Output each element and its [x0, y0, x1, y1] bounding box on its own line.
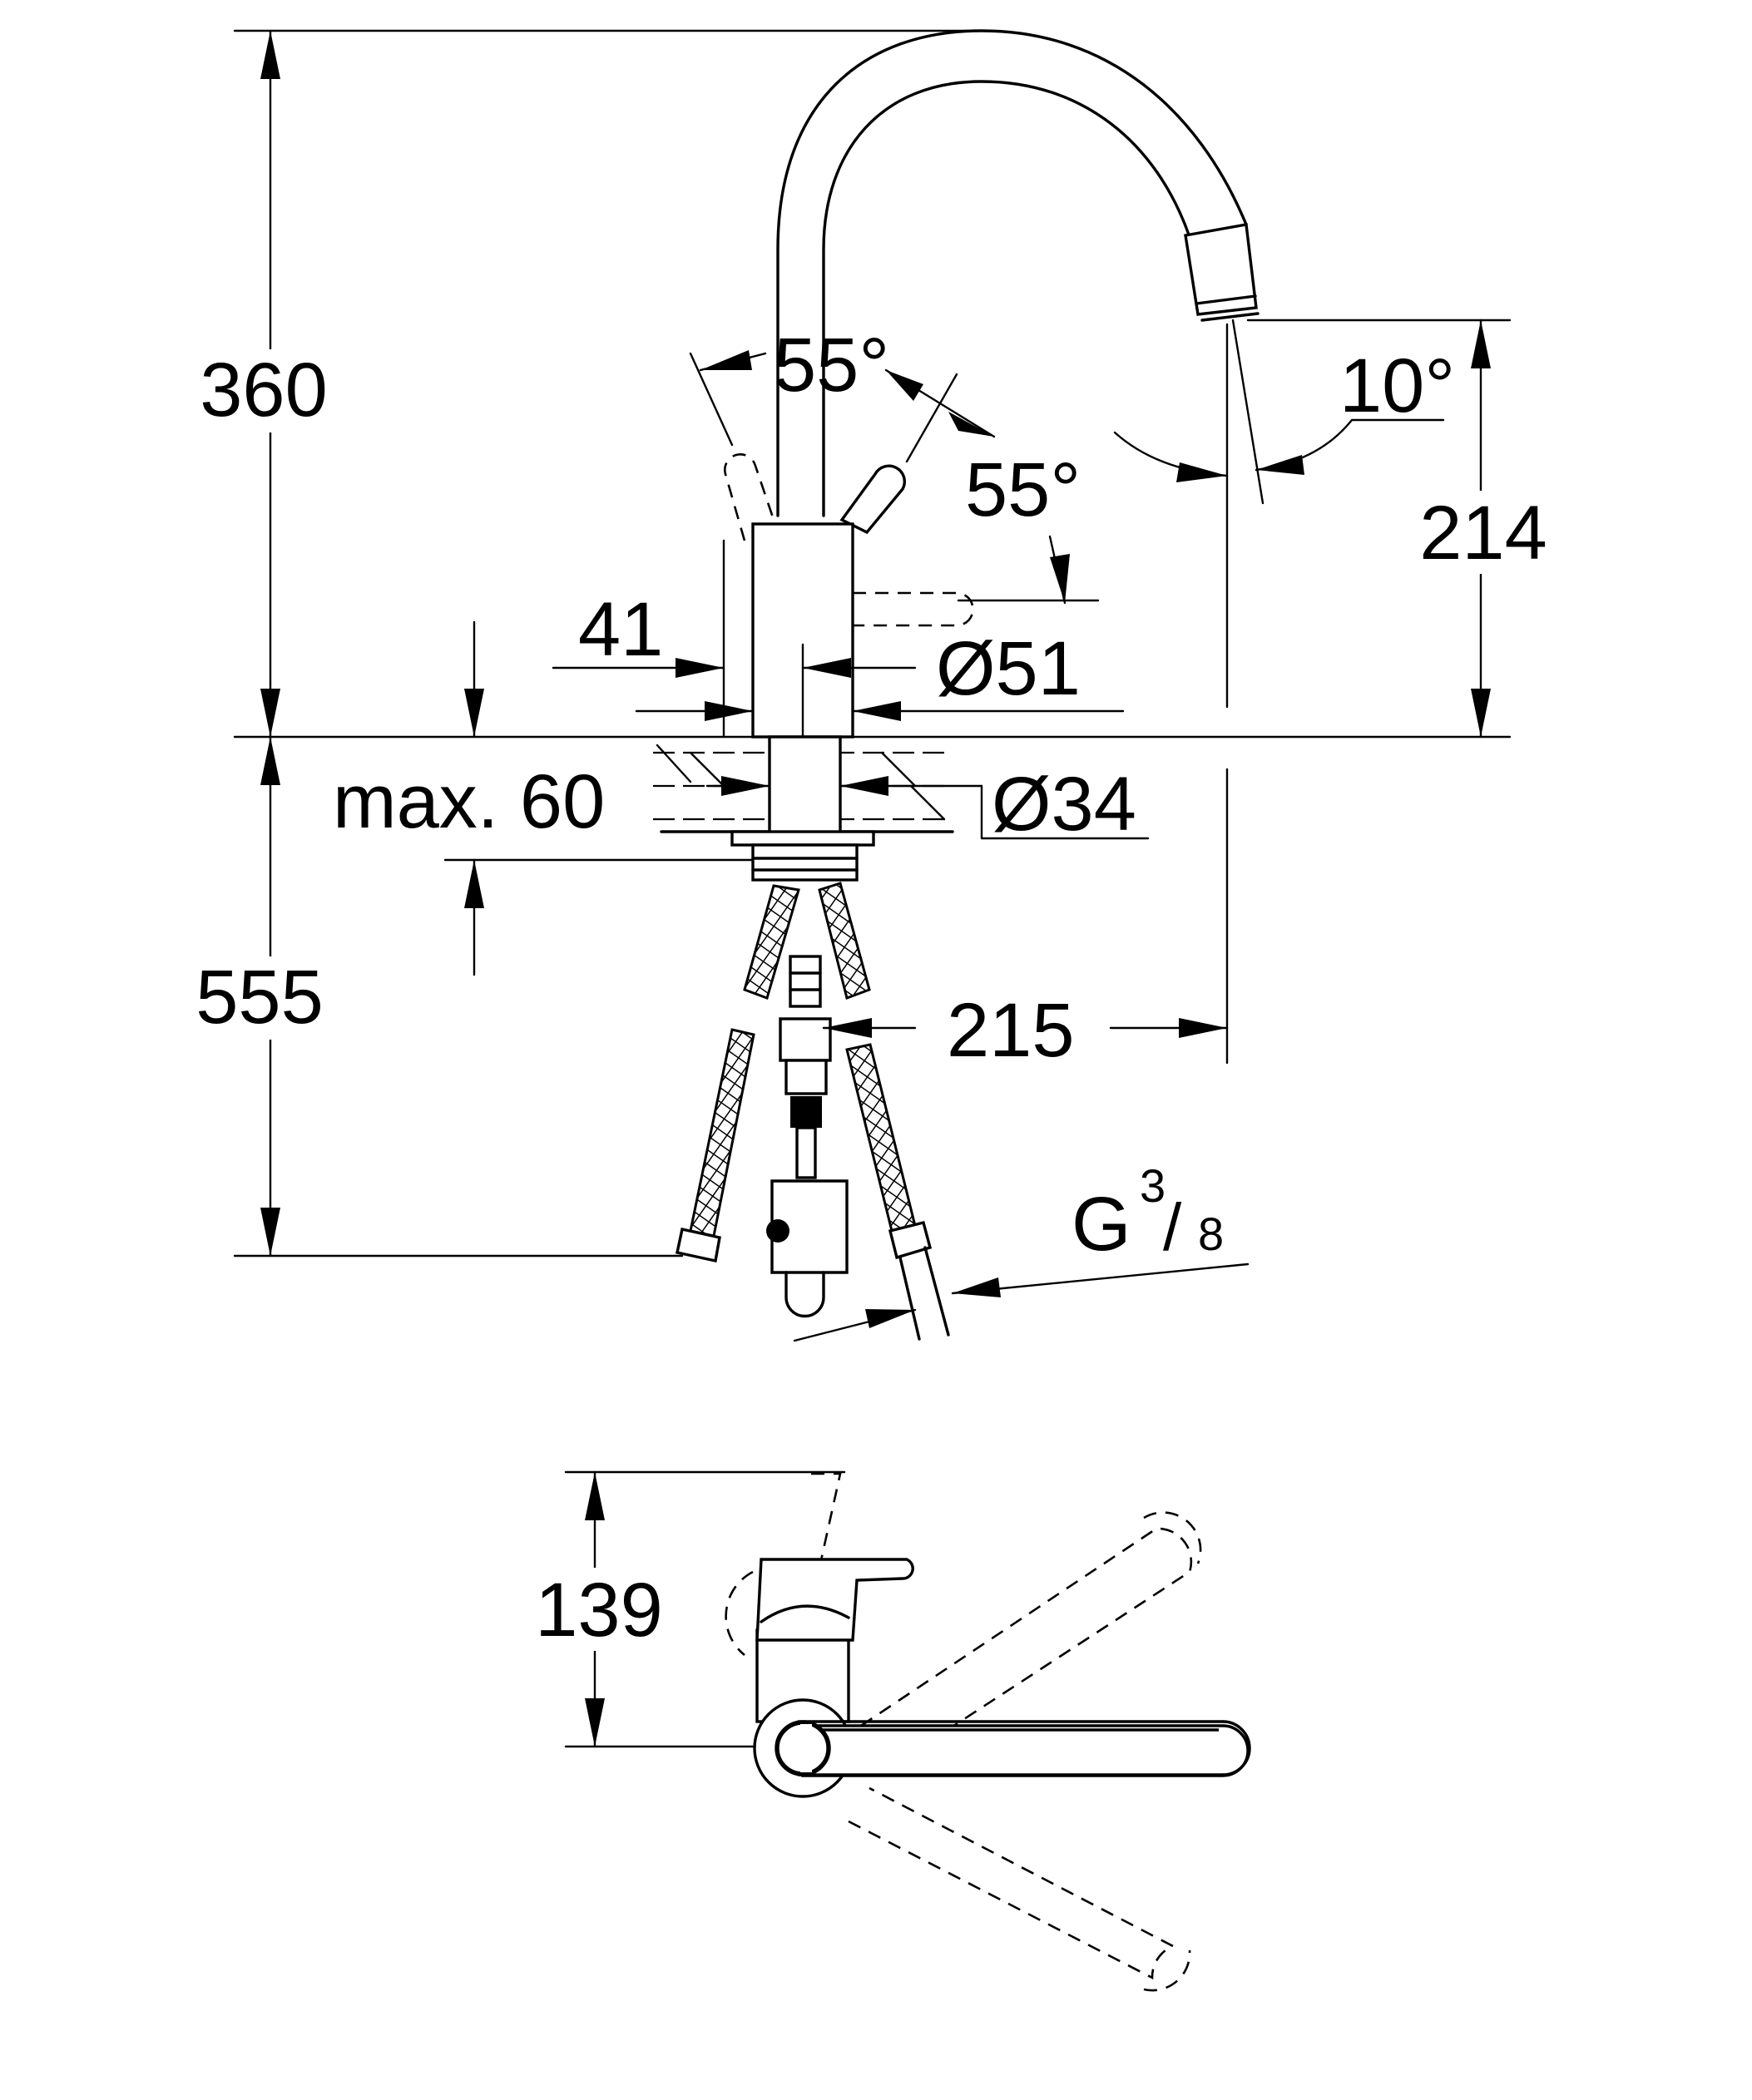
- lever-top: [755, 1558, 914, 1642]
- dim-total-height: 360: [195, 29, 345, 739]
- label-thread-den: 8: [1198, 1208, 1224, 1260]
- lever-ghost-top: [811, 1472, 842, 1569]
- spout-ghost-lower-tip: [1143, 1949, 1191, 1992]
- dim-outlet-height: 214: [1246, 319, 1564, 739]
- dim-projection: 215: [822, 323, 1229, 1073]
- label-555: 555: [195, 955, 324, 1040]
- label-41: 41: [578, 587, 663, 672]
- spout: [776, 29, 1260, 517]
- dim-lever-angle-left: 55°: [689, 323, 923, 447]
- side-view: 360 555 max. 60: [191, 29, 1564, 1342]
- label-139: 139: [535, 1568, 663, 1653]
- dim-body-width: 41: [552, 539, 1125, 739]
- spout-ghost-upper: [860, 1527, 1193, 1769]
- label-thread-num: 3: [1140, 1159, 1166, 1212]
- body-top: [755, 1628, 850, 1723]
- lever-handle: [839, 464, 906, 535]
- top-view: 139: [524, 1470, 1251, 1992]
- mounting-nut: [751, 843, 859, 882]
- label-thread-g: G: [1071, 1182, 1131, 1267]
- label-214: 214: [1419, 491, 1547, 576]
- aerator: [1184, 223, 1258, 316]
- dim-body-diameter: Ø51: [801, 626, 1081, 739]
- dim-lever-height: 139: [524, 1470, 846, 1748]
- hoses: [675, 882, 950, 1341]
- dim-hose-length: 555: [191, 735, 684, 1258]
- lever-ghost-left: [724, 453, 775, 541]
- dim-deck-thickness: max. 60: [333, 620, 755, 976]
- lever-ghost-side: [725, 1570, 754, 1657]
- dim-thread: G 3 / 8: [793, 1159, 1250, 1342]
- shank: [768, 735, 842, 838]
- dim-spout-angle: 10°: [1113, 319, 1455, 505]
- spout-top: [753, 1698, 1251, 1798]
- spout-ghost-lower: [848, 1786, 1176, 1980]
- label-thread-sep: /: [1163, 1190, 1182, 1264]
- label-d51: Ø51: [936, 626, 1081, 711]
- dim-lever-angle-right: 55°: [884, 368, 1100, 605]
- label-215: 215: [947, 988, 1075, 1073]
- label-55deg-right: 55°: [965, 447, 1081, 532]
- label-360: 360: [200, 348, 328, 432]
- label-10deg: 10°: [1339, 343, 1455, 428]
- label-55deg-left: 55°: [774, 323, 889, 408]
- lever-ghost-horizontal: [853, 591, 974, 627]
- spout-ghost-upper-tip: [1143, 1511, 1202, 1564]
- label-d34: Ø34: [992, 762, 1136, 847]
- mounting-washer: [730, 830, 875, 847]
- label-max-60: max. 60: [333, 759, 605, 844]
- dim-hole-diameter: Ø34: [705, 762, 1150, 847]
